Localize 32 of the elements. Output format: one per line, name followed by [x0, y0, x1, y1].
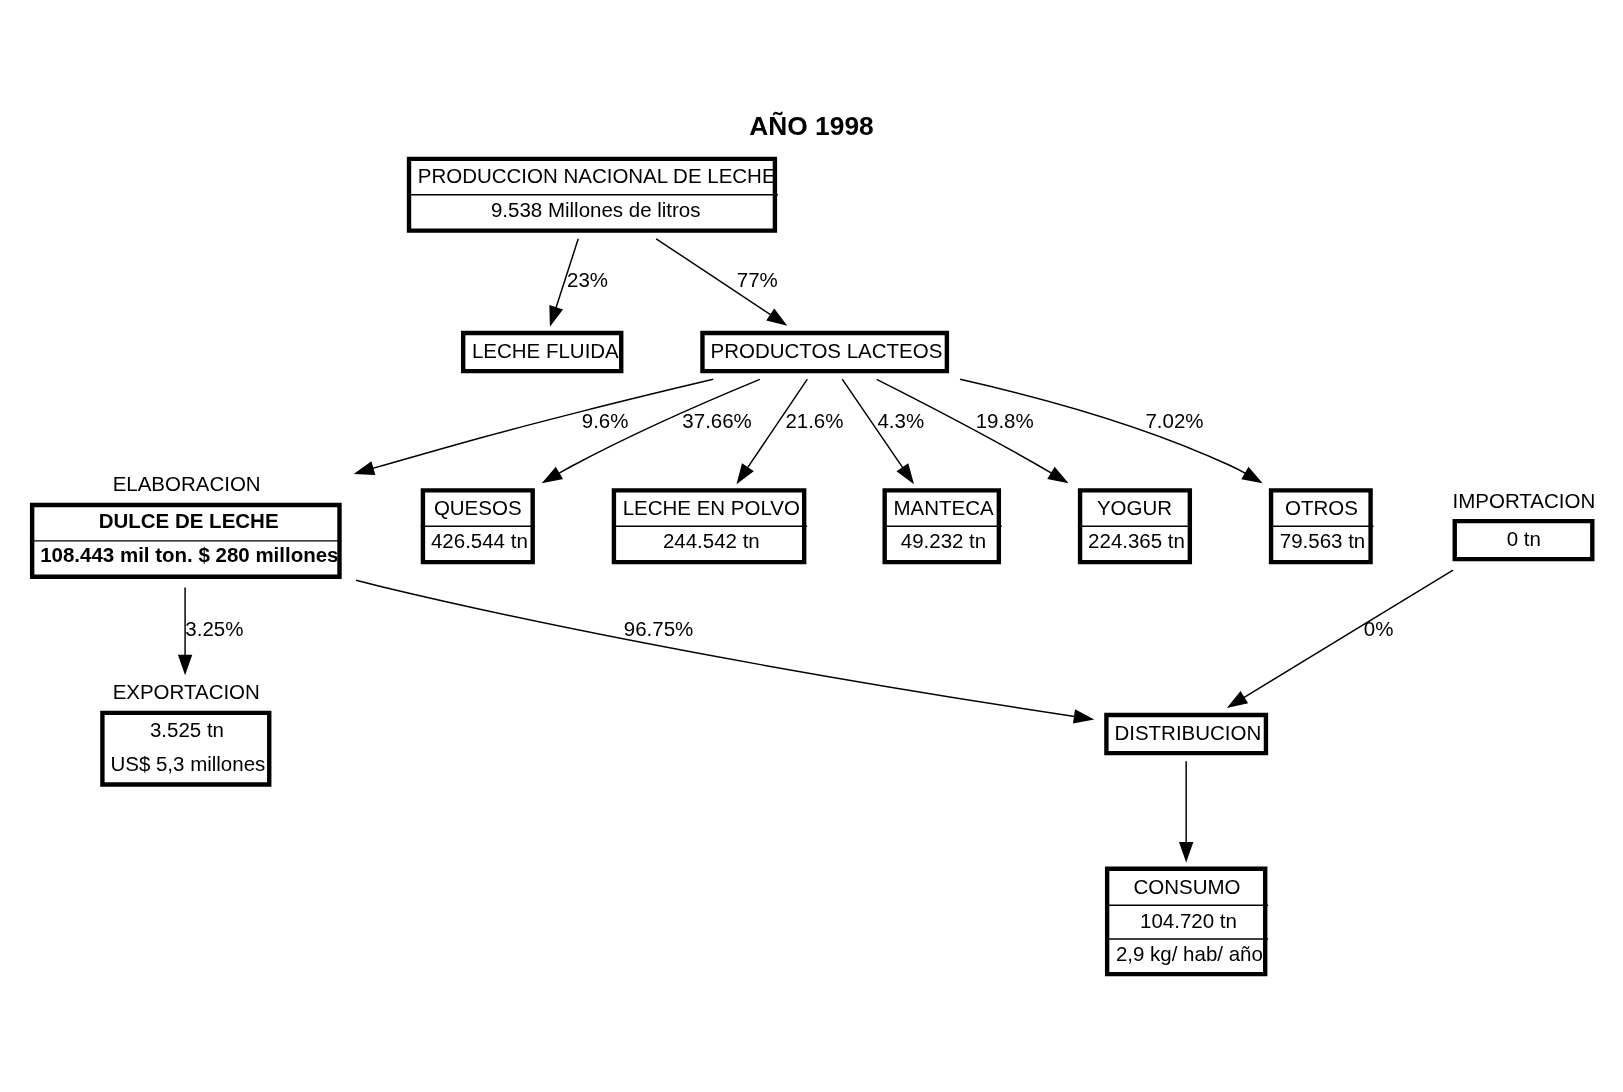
- node-box: 0 tn: [1452, 518, 1595, 562]
- arrow: [959, 378, 1263, 484]
- edge-label: 96.75%: [623, 616, 694, 640]
- diagram-title: AÑO 1998: [749, 111, 874, 142]
- arrow: [1226, 569, 1454, 708]
- node-label: ELABORACION: [112, 472, 261, 496]
- node-label: EXPORTACION: [112, 680, 260, 704]
- arrow: [841, 378, 914, 485]
- edge-label: 0%: [1363, 616, 1394, 640]
- arrow: [355, 579, 1095, 724]
- arrow: [541, 378, 761, 484]
- node-box: 3.525 tn US$ 5,3 millones: [100, 710, 272, 787]
- arrow: [1179, 760, 1194, 863]
- edge-label: 21.6%: [785, 408, 844, 432]
- node-box: LECHE FLUIDA: [460, 330, 624, 374]
- edge-label: 3.25%: [185, 616, 244, 640]
- arrow: [655, 238, 788, 326]
- arrow: [875, 378, 1069, 484]
- edge-label: 37.66%: [682, 408, 752, 432]
- edge-label: 7.02%: [1145, 408, 1204, 432]
- arrow: [353, 378, 714, 476]
- arrow: [549, 238, 579, 327]
- edge-label: 23%: [567, 268, 609, 292]
- node-label: IMPORTACION: [1452, 488, 1596, 512]
- arrow: [177, 586, 193, 676]
- edge-label: 4.3%: [877, 408, 925, 432]
- edge-label: 9.6%: [581, 408, 629, 432]
- edge-label: 19.8%: [975, 408, 1034, 432]
- node-box: PRODUCTOS LACTEOS: [700, 330, 950, 374]
- arrow: [736, 378, 809, 485]
- edge-label: 77%: [736, 268, 778, 292]
- node-box: DISTRIBUCION: [1104, 712, 1269, 756]
